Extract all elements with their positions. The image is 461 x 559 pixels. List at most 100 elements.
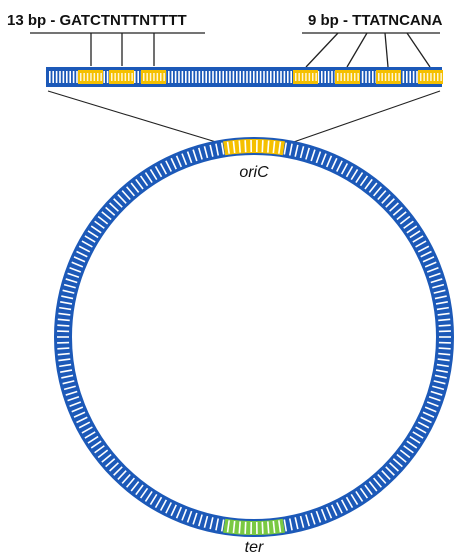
nine-bp-box <box>335 70 360 84</box>
ring-rung <box>436 306 449 311</box>
ring-rung <box>244 521 247 534</box>
ring-rung <box>435 369 448 373</box>
ring-rung <box>81 240 93 248</box>
ring-rung <box>403 220 414 229</box>
ring-rung <box>94 220 105 229</box>
ring-rung <box>144 172 153 184</box>
zoom-lines <box>47 90 441 146</box>
ring-rung <box>121 190 131 201</box>
base-pair-rung <box>317 71 320 83</box>
ring-rung <box>121 473 131 484</box>
ring-rung <box>299 515 305 528</box>
ring-rung <box>415 426 427 434</box>
ring-rung <box>261 140 264 153</box>
ring-rung <box>355 490 364 502</box>
ring-rung <box>438 318 451 322</box>
ring-rung <box>359 175 369 187</box>
thirteen-bp-repeat <box>78 70 103 84</box>
ring-rung <box>261 521 264 534</box>
base-pair-rung <box>55 71 58 83</box>
ring-rung <box>84 431 96 439</box>
ring-rung <box>61 295 74 300</box>
thirteen-bp-bracket <box>30 32 205 66</box>
ring-rung <box>57 347 70 350</box>
ring-rung <box>294 517 299 530</box>
ring-rung <box>69 401 82 407</box>
ring-rung <box>71 406 84 413</box>
ring-rung <box>159 499 168 511</box>
ring-rung <box>69 267 82 273</box>
ring-rung <box>58 358 71 362</box>
ring-rung <box>65 390 78 396</box>
base-pair-rung <box>406 71 408 83</box>
ring-rung <box>220 142 225 155</box>
ring-rung <box>364 484 373 496</box>
ring-rung <box>220 519 225 532</box>
ring-rung <box>315 510 322 523</box>
base-pair-rung <box>372 71 374 83</box>
ring-rung <box>392 206 403 216</box>
ring-rung <box>73 256 86 263</box>
ring-rung <box>181 153 188 166</box>
ring-rung <box>244 140 247 153</box>
base-pair-rung <box>181 71 184 83</box>
ring-rung <box>350 493 359 506</box>
ring-rung <box>73 411 86 418</box>
thirteen-bp-repeat <box>109 70 134 84</box>
ring-rung <box>385 198 395 208</box>
base-pair-rung <box>212 71 214 83</box>
ring-rung <box>63 385 76 391</box>
base-pair-rung <box>324 71 326 83</box>
ring-rung <box>165 502 172 514</box>
ring-rung <box>62 380 75 385</box>
base-pair-rung <box>402 71 405 83</box>
ring-rung <box>432 385 445 391</box>
ring-rung <box>94 445 105 454</box>
ring-rung <box>65 278 78 284</box>
ring-rung <box>126 186 135 197</box>
ring-rung <box>409 435 421 444</box>
ring-rung <box>238 521 241 534</box>
ring-rung <box>87 230 99 239</box>
ring-rung <box>420 250 432 258</box>
ring-rung <box>417 421 430 429</box>
nine-bp-motif-label: 9 bp - TTATNCANA <box>308 12 443 29</box>
ring-rung <box>340 499 349 511</box>
ring-rung <box>320 153 327 166</box>
ring-rung <box>105 206 116 216</box>
ring-rung <box>364 178 373 190</box>
ring-rung <box>283 519 288 532</box>
ring-rung <box>409 230 421 239</box>
ring-rung <box>267 140 270 153</box>
ring-rung <box>209 517 214 530</box>
ring-rung <box>434 374 447 379</box>
ring-rung <box>420 416 432 424</box>
ring-rung <box>90 225 102 234</box>
ring-rung <box>203 515 209 528</box>
base-pair-rung <box>208 71 211 83</box>
ring-rung <box>424 261 437 268</box>
ring-rung <box>392 458 403 468</box>
ring-rung <box>60 301 73 305</box>
thirteen-bp-repeat <box>141 70 166 84</box>
base-pair-rung <box>222 71 224 83</box>
base-pair-rung <box>69 71 71 83</box>
ring-rung <box>67 272 80 278</box>
ring-rung <box>294 144 299 157</box>
ring-rung <box>373 477 382 488</box>
ring-rung <box>109 462 119 472</box>
ring-rung <box>412 235 424 243</box>
ring-rung <box>192 512 198 525</box>
base-pair-rung <box>283 71 286 83</box>
ter-region <box>223 518 285 535</box>
ring-rung <box>331 157 338 170</box>
ring-rung <box>87 435 99 444</box>
ring-rung <box>325 155 333 168</box>
ring-rung <box>381 470 391 480</box>
ring-rung <box>437 358 450 362</box>
ring-rung <box>345 165 354 178</box>
ring-rung <box>186 510 193 523</box>
base-pair-rung <box>49 71 51 83</box>
ring-rung <box>144 490 153 502</box>
ring-rung <box>76 250 88 258</box>
